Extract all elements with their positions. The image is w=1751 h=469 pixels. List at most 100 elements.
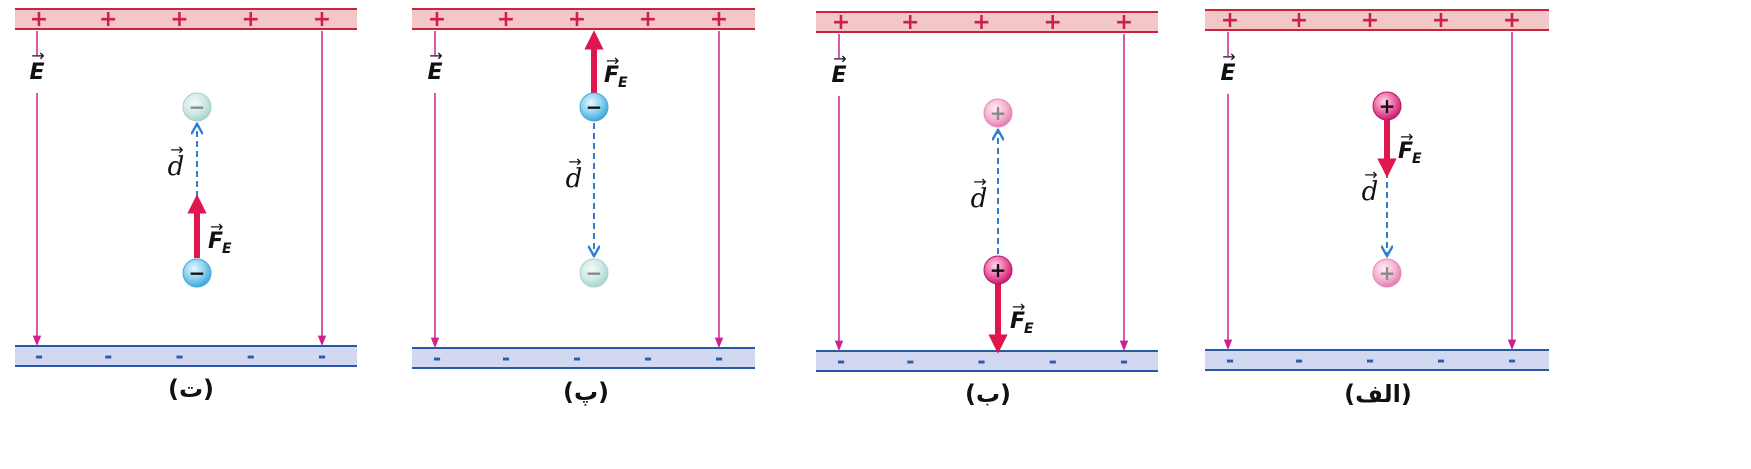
force-label: F	[604, 63, 619, 88]
force-vector-arrow: →	[1400, 127, 1413, 146]
charge-start	[1372, 91, 1402, 121]
plate-plus-sign: +	[1290, 8, 1308, 33]
plate-minus-sign: -	[104, 344, 112, 368]
plate-plus-sign: +	[710, 7, 728, 32]
plate-minus-sign: -	[837, 349, 845, 373]
charge-end-sign: −	[586, 261, 603, 285]
plate-plus-sign: +	[1432, 8, 1450, 33]
plate-plus-sign: +	[568, 7, 586, 32]
positive-plate	[412, 9, 755, 29]
negative-plate	[1205, 350, 1549, 370]
field-label: E	[831, 63, 846, 88]
force-vector-arrow: →	[1012, 297, 1025, 316]
displacement-vector-arrow: →	[1364, 165, 1377, 184]
panel-2: +-+-+-+-+-E→d→FE→−−(پ)	[412, 7, 755, 406]
plate-minus-sign: -	[35, 344, 43, 368]
field-label-vector-arrow: →	[429, 46, 442, 65]
field-label: E	[29, 60, 44, 85]
charge-end	[182, 92, 212, 122]
charge-start	[182, 258, 212, 288]
plate-minus-sign: -	[1120, 349, 1128, 373]
charge-start	[983, 255, 1013, 285]
plate-plus-sign: +	[972, 10, 990, 35]
charge-end	[1372, 258, 1402, 288]
plate-minus-sign: -	[977, 349, 985, 373]
charge-start	[579, 92, 609, 122]
plate-plus-sign: +	[313, 7, 331, 32]
positive-plate	[15, 9, 357, 29]
force-label-subscript: E	[618, 75, 628, 91]
plate-minus-sign: -	[318, 344, 326, 368]
force-label: F	[1398, 139, 1413, 164]
plate-minus-sign: -	[1508, 348, 1516, 372]
plate-plus-sign: +	[428, 7, 446, 32]
plate-minus-sign: -	[644, 346, 652, 370]
displacement-vector-arrow: →	[568, 152, 581, 171]
displacement-vector-arrow: →	[170, 140, 183, 159]
plate-plus-sign: +	[1361, 8, 1379, 33]
field-label-vector-arrow: →	[31, 46, 44, 65]
plate-minus-sign: -	[715, 346, 723, 370]
force-vector-arrow: →	[606, 51, 619, 70]
force-label: F	[1010, 309, 1025, 334]
plate-plus-sign: +	[639, 7, 657, 32]
force-label-subscript: E	[1412, 151, 1422, 167]
panel-3: +-+-+-+-+-E→d→FE→++(ب)	[816, 10, 1158, 408]
field-label-vector-arrow: →	[1222, 47, 1235, 66]
panel-caption: (ت)	[168, 375, 214, 403]
plate-plus-sign: +	[1115, 10, 1133, 35]
charge-end-sign: +	[1379, 261, 1396, 285]
panel-caption: (ب)	[965, 380, 1011, 408]
plate-minus-sign: -	[1049, 349, 1057, 373]
displacement-label: d	[168, 152, 185, 182]
charge-start-sign: +	[990, 258, 1007, 282]
panel-4: +-+-+-+-+-E→d→FE→++(الف)	[1205, 8, 1549, 408]
plate-plus-sign: +	[242, 7, 260, 32]
force-label: F	[208, 229, 223, 254]
force-vector-arrow: →	[210, 217, 223, 236]
plate-plus-sign: +	[832, 10, 850, 35]
charge-start-sign: +	[1379, 94, 1396, 118]
plate-minus-sign: -	[906, 349, 914, 373]
charge-end	[579, 258, 609, 288]
positive-plate	[1205, 10, 1549, 30]
plate-plus-sign: +	[99, 7, 117, 32]
negative-plate	[412, 348, 755, 368]
plate-minus-sign: -	[433, 346, 441, 370]
plate-plus-sign: +	[170, 7, 188, 32]
displacement-label: d	[566, 164, 583, 194]
plate-plus-sign: +	[1221, 8, 1239, 33]
plate-minus-sign: -	[1366, 348, 1374, 372]
plate-minus-sign: -	[1295, 348, 1303, 372]
negative-plate	[15, 346, 357, 366]
force-label-subscript: E	[222, 241, 232, 257]
plate-plus-sign: +	[497, 7, 515, 32]
field-label: E	[427, 60, 442, 85]
displacement-vector-arrow: →	[973, 172, 986, 191]
force-label-subscript: E	[1024, 321, 1034, 337]
negative-plate	[816, 351, 1158, 371]
field-label: E	[1220, 61, 1235, 86]
panel-1: +-+-+-+-+-E→d→FE→−−(ت)	[15, 7, 357, 403]
panel-caption: (الف)	[1344, 380, 1412, 408]
plate-minus-sign: -	[1226, 348, 1234, 372]
positive-plate	[816, 12, 1158, 32]
charge-start-sign: −	[586, 95, 603, 119]
plate-plus-sign: +	[901, 10, 919, 35]
charge-end	[983, 98, 1013, 128]
panel-caption: (پ)	[563, 378, 609, 406]
displacement-label: d	[971, 184, 988, 214]
charge-end-sign: −	[189, 95, 206, 119]
plate-minus-sign: -	[247, 344, 255, 368]
plate-minus-sign: -	[502, 346, 510, 370]
displacement-label: d	[1362, 177, 1379, 207]
charge-end-sign: +	[990, 101, 1007, 125]
field-label-vector-arrow: →	[833, 49, 846, 68]
charge-start-sign: −	[189, 261, 206, 285]
plate-minus-sign: -	[175, 344, 183, 368]
plate-minus-sign: -	[1437, 348, 1445, 372]
plate-plus-sign: +	[1503, 8, 1521, 33]
plate-plus-sign: +	[1044, 10, 1062, 35]
plate-minus-sign: -	[573, 346, 581, 370]
